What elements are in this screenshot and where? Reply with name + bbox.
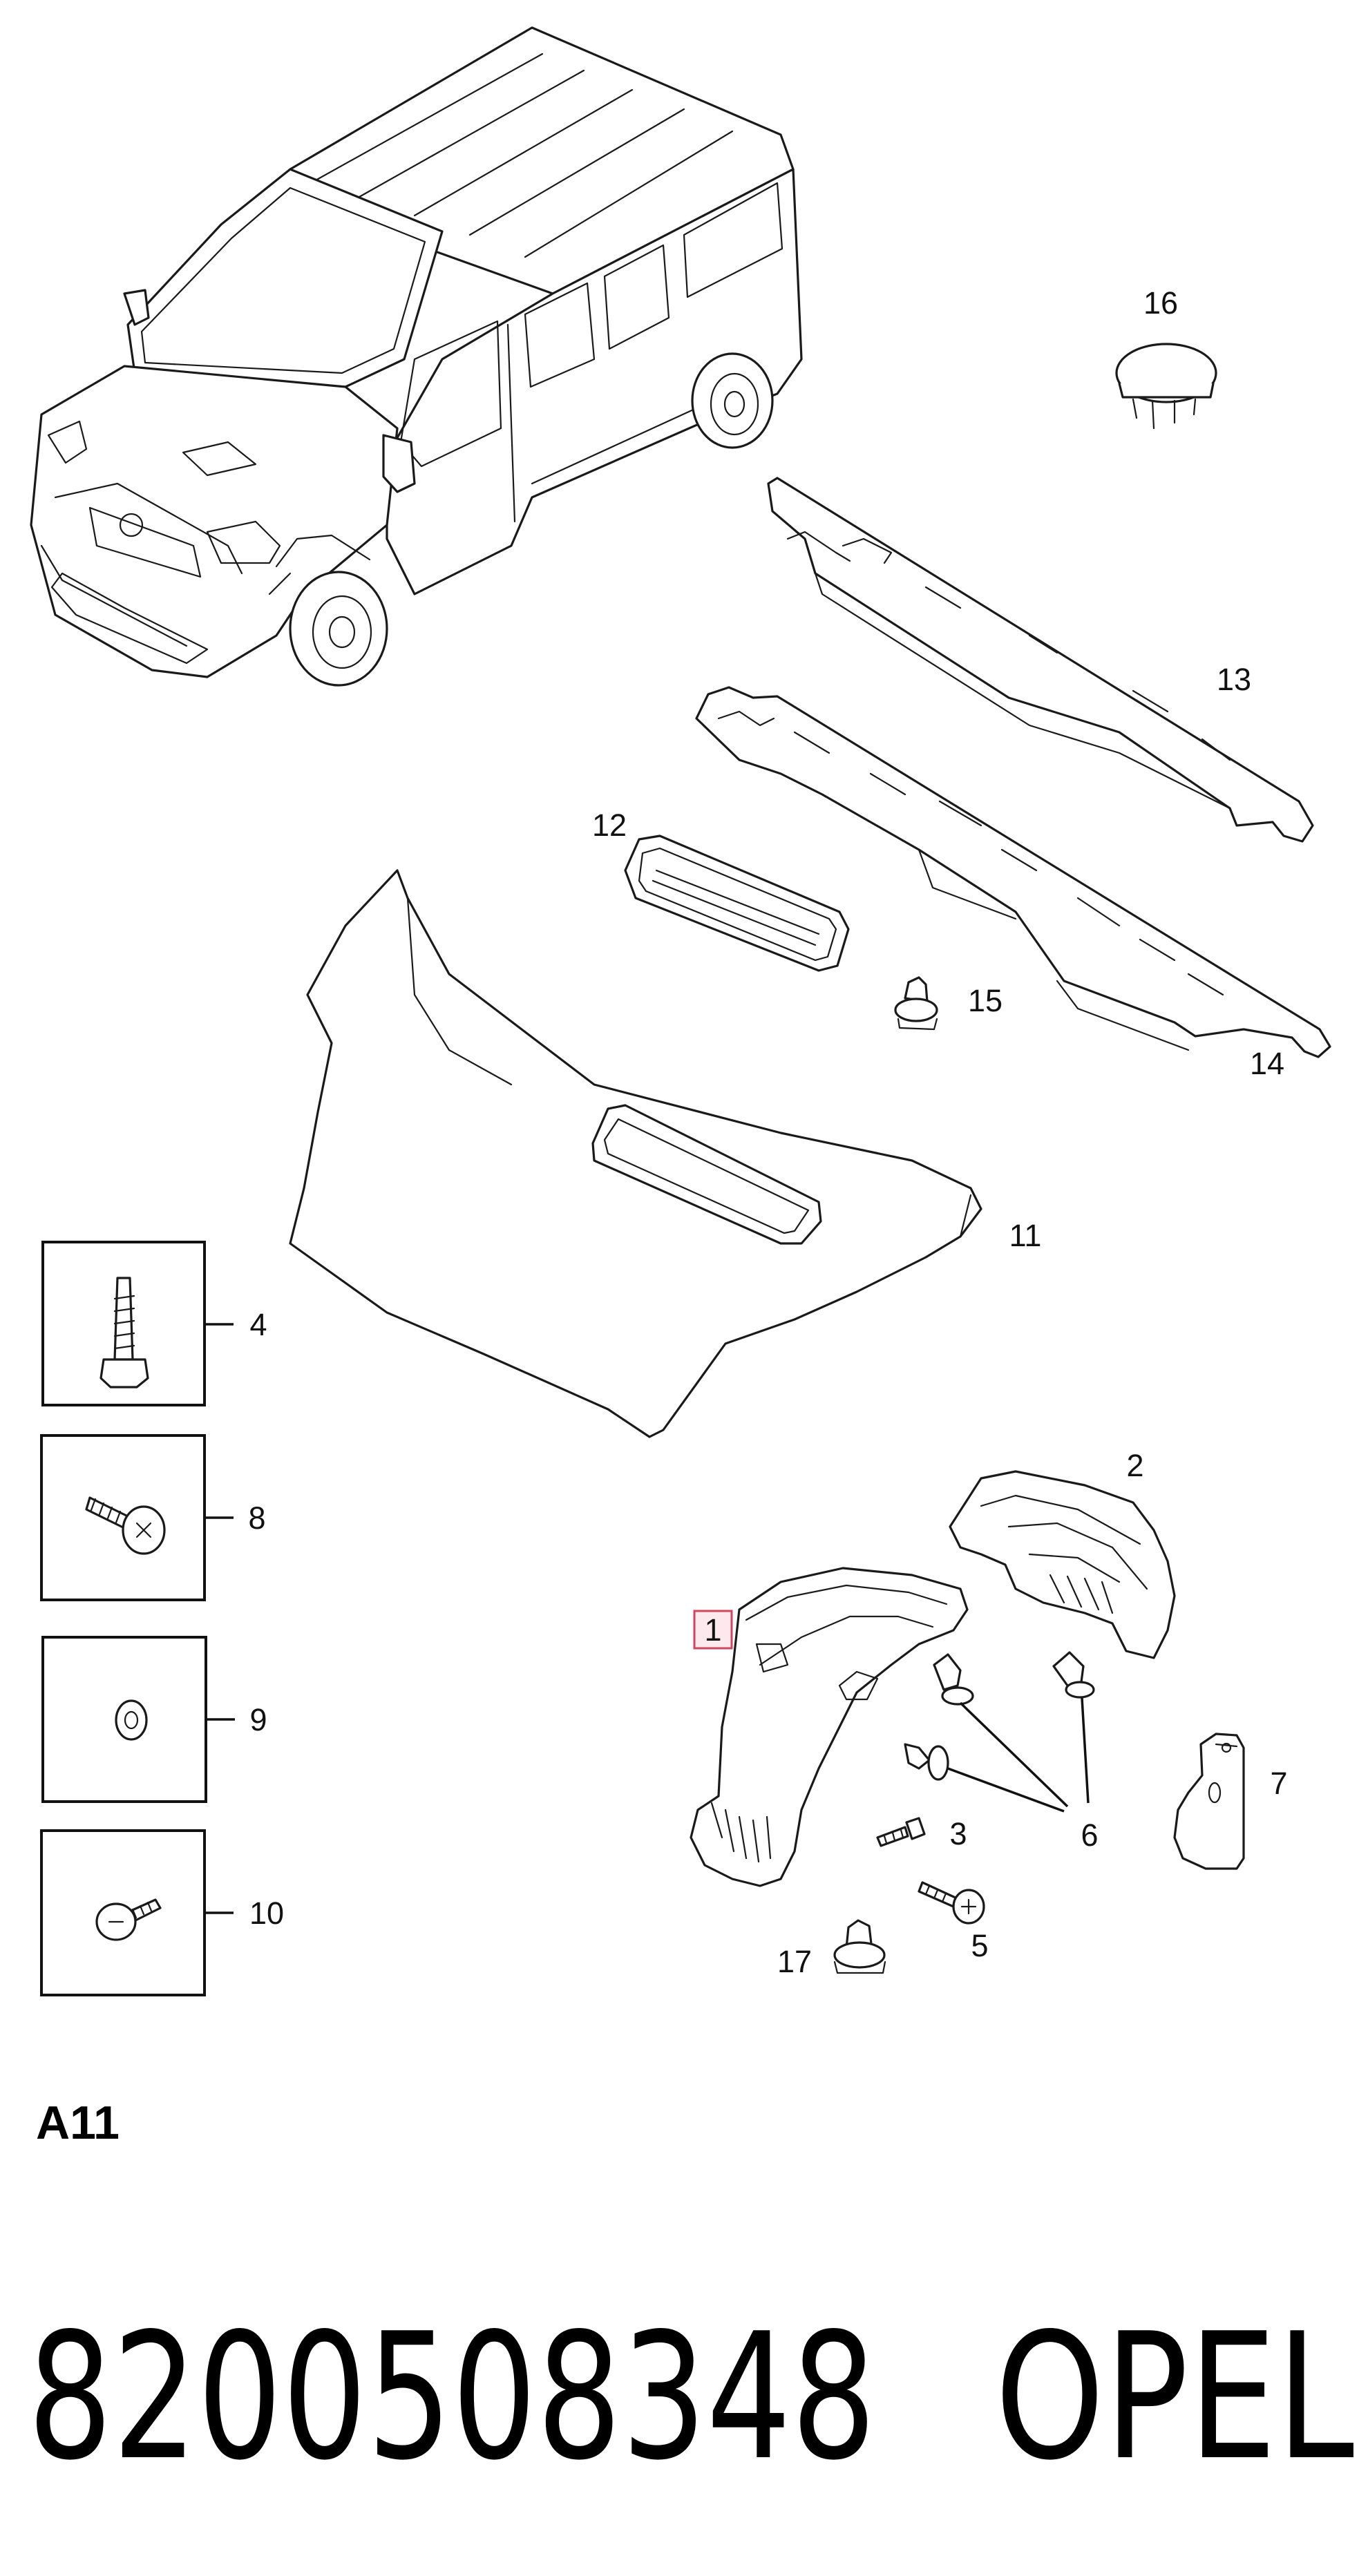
- van-illustration: [30, 26, 803, 687]
- callout-17[interactable]: 17: [777, 1944, 812, 1979]
- part-12-vent: [624, 834, 850, 972]
- part-2-liner: [949, 1470, 1176, 1659]
- callout-11[interactable]: 11: [1009, 1218, 1042, 1253]
- callout-6[interactable]: 6: [1081, 1817, 1098, 1853]
- callout-14[interactable]: 14: [1250, 1046, 1284, 1081]
- part-5-screw: [918, 1881, 985, 1925]
- fastener-box-10: [40, 1829, 234, 1996]
- callout-16[interactable]: 16: [1143, 285, 1178, 321]
- part-6-clips: [904, 1651, 1095, 1813]
- part-15-clip: [894, 976, 938, 1031]
- callout-2[interactable]: 2: [1126, 1448, 1143, 1483]
- part-3-screw: [876, 1817, 926, 1847]
- callout-9[interactable]: 9: [249, 1702, 267, 1737]
- callout-12[interactable]: 12: [592, 808, 627, 843]
- callout-3[interactable]: 3: [949, 1816, 967, 1851]
- callout-4[interactable]: 4: [249, 1307, 267, 1342]
- section-code: A11: [36, 2097, 120, 2149]
- callout-1-highlight: [693, 1610, 733, 1650]
- part-16-cap: [1115, 343, 1217, 430]
- callout-13[interactable]: 13: [1217, 662, 1251, 697]
- callout-7[interactable]: 7: [1270, 1766, 1287, 1801]
- part-1-liner: [690, 1567, 969, 1887]
- fastener-box-9: [41, 1636, 235, 1803]
- part-11-hood: [289, 869, 982, 1438]
- part-7-bracket: [1173, 1733, 1245, 1870]
- callout-1[interactable]: 1: [704, 1612, 721, 1648]
- part-17-bolt: [833, 1919, 886, 1974]
- callout-8[interactable]: 8: [248, 1500, 265, 1536]
- part-number: 8200508348: [28, 2296, 876, 2499]
- part-14-rail: [695, 686, 1331, 1058]
- fastener-box-4: [41, 1241, 234, 1406]
- fastener-box-8: [40, 1434, 234, 1601]
- callout-10[interactable]: 10: [249, 1896, 284, 1931]
- callout-5[interactable]: 5: [971, 1928, 988, 1963]
- callout-15[interactable]: 15: [968, 983, 1003, 1018]
- part-13-rail: [767, 477, 1314, 843]
- brand-name: OPEL: [995, 2296, 1354, 2499]
